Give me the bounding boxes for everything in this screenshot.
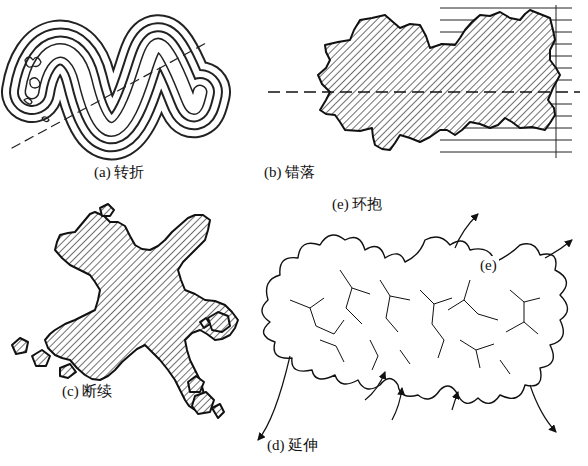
figure-caption: (d) 延伸 [265, 436, 320, 454]
figure-caption: (c) 断续 [60, 382, 114, 400]
figure-caption: (b) 错落 [262, 163, 317, 181]
figure-caption: (a) 转折 [92, 163, 146, 181]
extending-mass [258, 214, 572, 440]
figure-caption: (e) 环抱 [330, 195, 384, 213]
turning-band [12, 42, 208, 148]
intermittent-mass [12, 204, 238, 418]
figure-caption: (e) [478, 256, 499, 274]
staggered-mass [268, 5, 580, 158]
